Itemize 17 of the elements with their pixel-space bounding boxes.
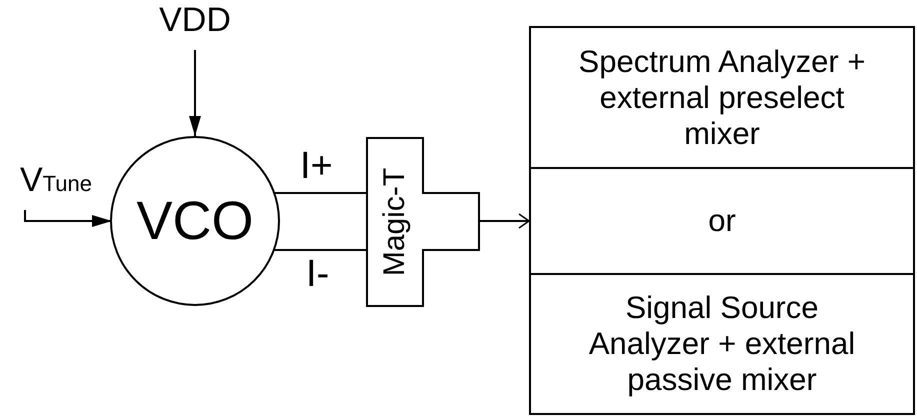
supply-label: VDD [150, 0, 240, 50]
instrument-box [529, 26, 915, 169]
instrument-box [529, 167, 915, 275]
block-label: Magic-T [380, 168, 410, 276]
magic-t-block [366, 137, 480, 307]
connector-line [274, 249, 366, 251]
box-text: Signal Source Analyzer + external passive mixer [588, 290, 856, 398]
arrow [189, 50, 201, 136]
connector-line [274, 192, 366, 194]
edge-label: I- [306, 254, 330, 294]
vco-label: VCO [136, 194, 254, 248]
arrow [24, 210, 112, 227]
box-text: Spectrum Analyzer + external preselect mixer [578, 44, 866, 152]
edge-label: I+ [300, 146, 333, 186]
arrow [480, 213, 530, 229]
box-text: or [708, 203, 736, 239]
instrument-box [529, 273, 915, 415]
